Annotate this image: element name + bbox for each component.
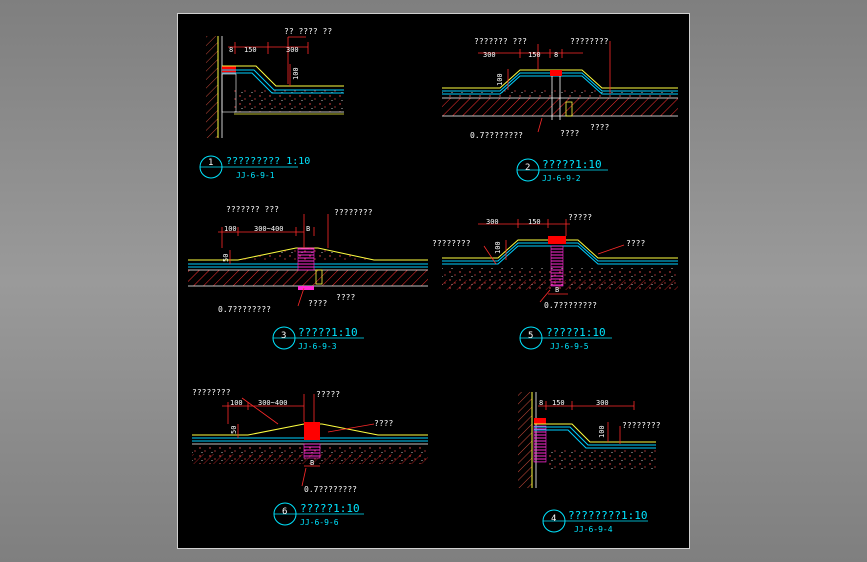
dim-label: 100 <box>598 425 606 438</box>
dim-label: 8 <box>539 399 543 407</box>
detail-code: JJ-6-9-6 <box>300 518 339 527</box>
callout-label: ?? ???? ?? <box>284 27 332 36</box>
detail-number: 5 <box>528 331 533 341</box>
dim-label: B <box>310 459 314 467</box>
cad-drawing: 8 150 300 100 ?? ???? ?? 1 ????????? 1:1… <box>188 27 678 534</box>
dim-label: 50 <box>222 254 230 262</box>
detail-2: 300 150 8 100 ??????? ??? ???????? 0.7??… <box>442 37 678 183</box>
detail-number: 1 <box>208 158 213 168</box>
callout-label: ???????? <box>334 208 373 217</box>
filler-strip <box>303 443 321 459</box>
callout-label: ???? <box>560 129 579 138</box>
dim-label: 150 <box>552 399 565 407</box>
dim-label: 150 <box>244 46 257 54</box>
callout-label: 0.7???????? <box>470 131 523 140</box>
dim-label: 50 <box>230 426 238 434</box>
detail-code: JJ-6-9-5 <box>550 342 589 351</box>
detail-number: 4 <box>551 514 556 524</box>
detail-title: ????????? 1:10 <box>226 156 310 167</box>
dim-label: 300 <box>483 51 496 59</box>
callout-label: 0.7???????? <box>304 485 357 494</box>
detail-title: ?????1:10 <box>542 158 602 171</box>
detail-code: JJ-6-9-2 <box>542 174 581 183</box>
subgrade-hatch <box>188 270 428 286</box>
dim-label: 300 <box>486 218 499 226</box>
detail-1: 8 150 300 100 ?? ???? ?? 1 ????????? 1:1… <box>199 27 344 180</box>
callout-label: ???? <box>590 123 609 132</box>
callout-label: ????? <box>316 390 340 399</box>
dim-label: 100 <box>230 399 243 407</box>
detail-5: 300 150 100 B ????? ???????? ???? 0.7???… <box>432 213 678 351</box>
seal-block <box>534 418 546 424</box>
callout-label: ???????? <box>622 421 661 430</box>
dim-label: 300~400 <box>254 225 284 233</box>
detail-number: 2 <box>525 163 530 173</box>
callout-label: 0.7???????? <box>544 301 597 310</box>
concrete-slab <box>234 90 344 112</box>
callout-label: ??????? ??? <box>226 205 279 214</box>
dim-label: 150 <box>528 51 541 59</box>
filler-strip <box>550 245 564 287</box>
detail-3: 100 300~400 B 50 ??????? ??? ???????? 0.… <box>188 205 428 351</box>
detail-number: 3 <box>281 331 286 341</box>
seal-block <box>550 70 562 76</box>
dim-label: 300 <box>286 46 299 54</box>
dim-label: 100 <box>224 225 237 233</box>
callout-label: ???????? <box>192 388 231 397</box>
callout-label: ???????? <box>570 37 609 46</box>
detail-title: ????????1:10 <box>568 509 647 522</box>
seal-block <box>548 236 566 244</box>
detail-4: 8 150 300 100 ???????? 4 ????????1:10 JJ… <box>518 392 661 534</box>
callout-label: ???????? <box>432 239 471 248</box>
dim-label: B <box>306 225 310 233</box>
detail-number: 6 <box>282 507 287 517</box>
dim-label: 300 <box>596 399 609 407</box>
dim-label: 100 <box>496 73 504 86</box>
seal-block <box>304 422 320 440</box>
concrete-slab <box>546 450 656 470</box>
callout-label: ???? <box>336 293 355 302</box>
wall-hatch <box>518 392 532 488</box>
filler-strip <box>533 425 547 463</box>
detail-title: ?????1:10 <box>298 326 358 339</box>
detail-title: ?????1:10 <box>300 502 360 515</box>
filler-strip <box>297 247 315 271</box>
detail-code: JJ-6-9-4 <box>574 525 613 534</box>
callout-label: ???? <box>308 299 327 308</box>
dim-label: 8 <box>229 46 233 54</box>
callout-label: ???? <box>626 239 645 248</box>
dim-label: 300~400 <box>258 399 288 407</box>
dim-label: 100 <box>292 67 300 80</box>
wall-hatch <box>206 36 218 138</box>
callout-label: ???? <box>374 419 393 428</box>
callout-label: 0.7???????? <box>218 305 271 314</box>
callout-label: ??????? ??? <box>474 37 527 46</box>
dim-label: 8 <box>554 51 558 59</box>
detail-code: JJ-6-9-1 <box>236 171 275 180</box>
detail-6: 100 300~400 50 B ???????? ????? ???? 0.7… <box>192 388 428 527</box>
drawing-sheet: 8 150 300 100 ?? ???? ?? 1 ????????? 1:1… <box>177 13 690 549</box>
dim-label: 150 <box>528 218 541 226</box>
dim-label: B <box>555 286 559 294</box>
detail-title: ?????1:10 <box>546 326 606 339</box>
callout-label: ????? <box>568 213 592 222</box>
dim-label: 100 <box>494 241 502 254</box>
detail-code: JJ-6-9-3 <box>298 342 337 351</box>
